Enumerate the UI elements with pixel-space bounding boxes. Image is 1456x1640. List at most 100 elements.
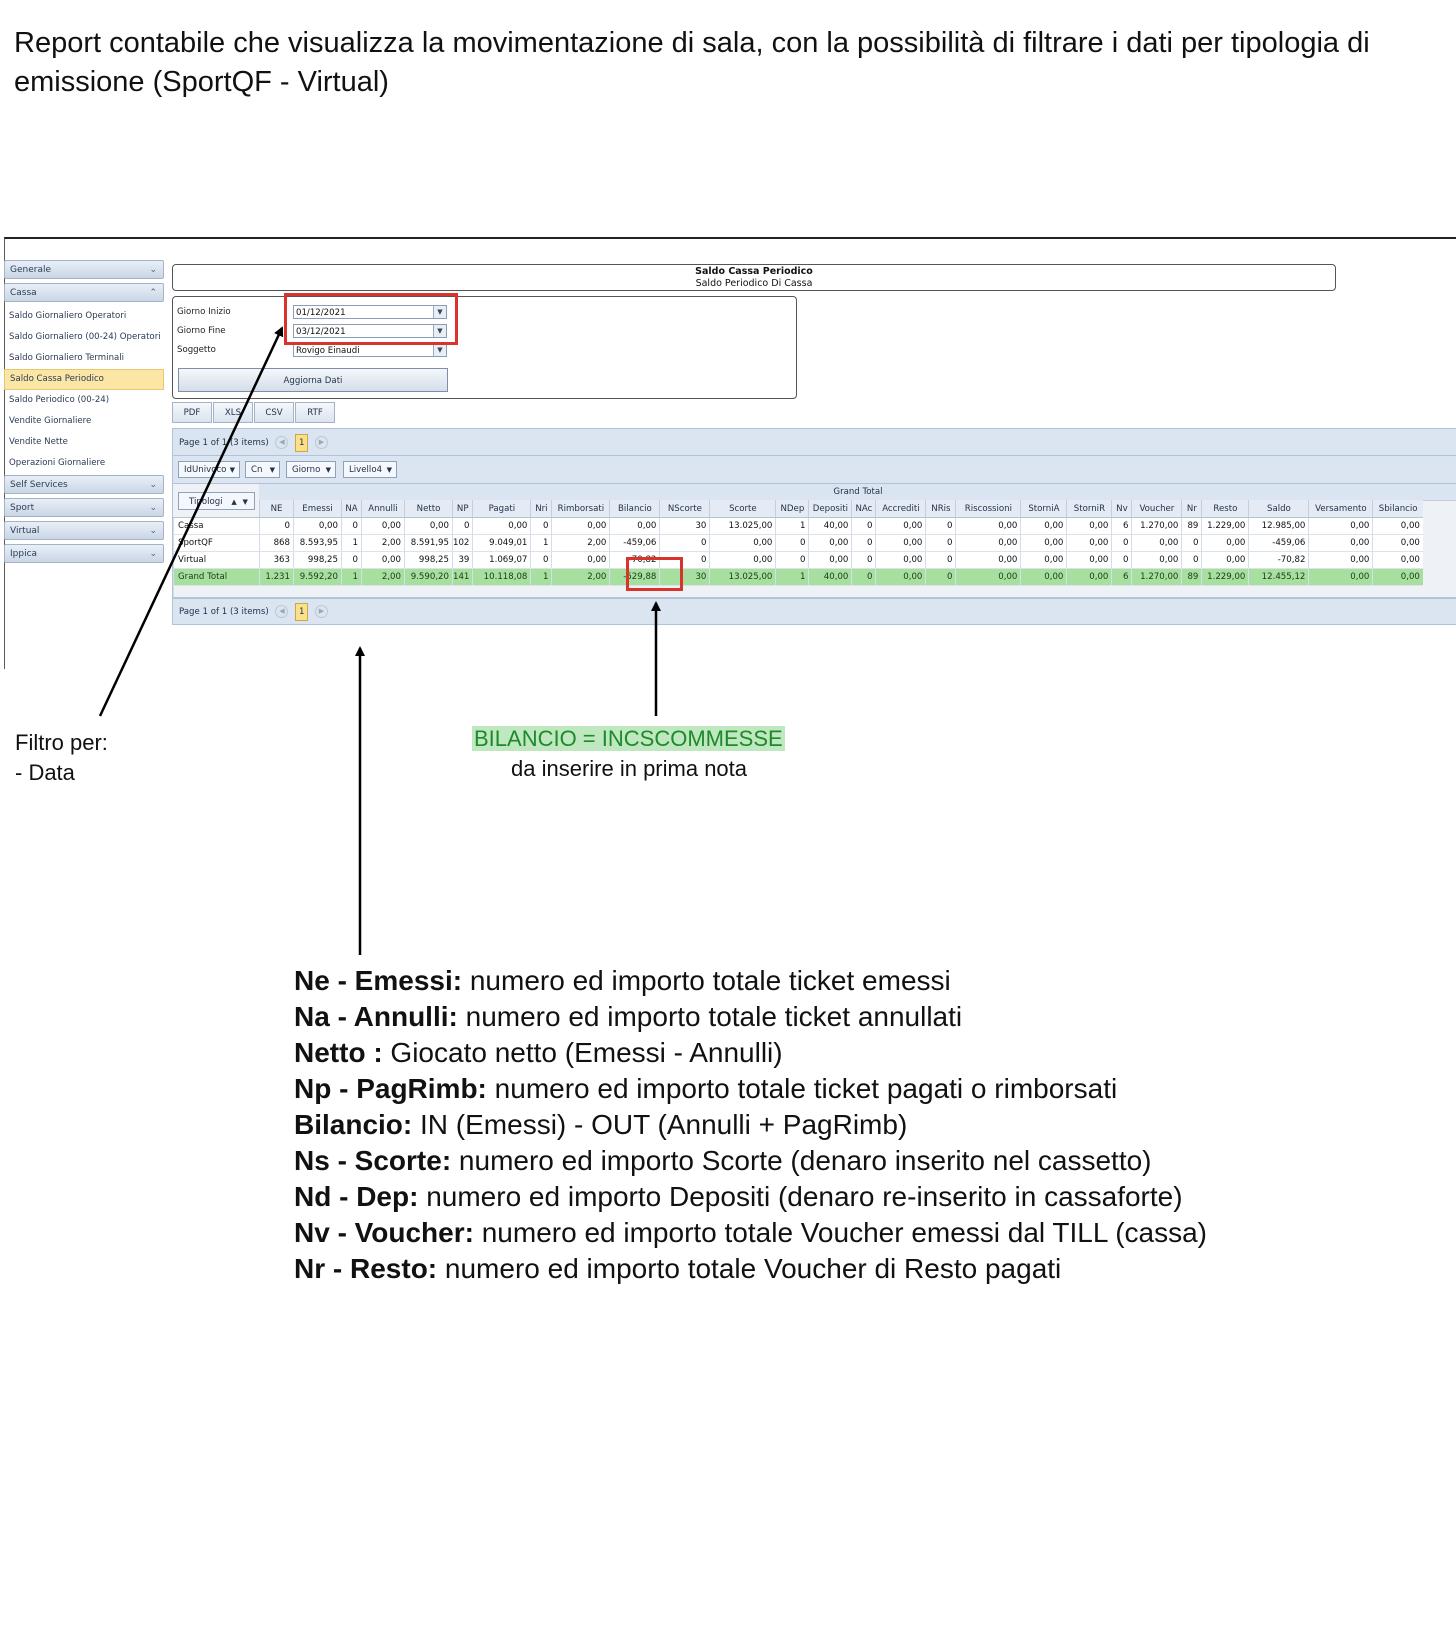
table-cell-stornir: 0,00 bbox=[1066, 517, 1112, 535]
table-cell-nac: 0 bbox=[851, 551, 876, 569]
sidebar-group-ippica[interactable]: Ippica ⌄ bbox=[4, 544, 164, 563]
column-header-depositi[interactable]: Depositi bbox=[808, 500, 852, 518]
filter-annotation-title: Filtro per: bbox=[15, 730, 108, 755]
table-cell-nr: 89 bbox=[1181, 568, 1202, 586]
table-cell-ne: 868 bbox=[259, 534, 294, 552]
export-pdf-button[interactable]: PDF bbox=[172, 402, 212, 423]
column-header-sbilancio[interactable]: Sbilancio bbox=[1372, 500, 1423, 518]
group-chip-livello4[interactable]: Livello4▼ bbox=[343, 461, 397, 478]
legend-item: Nd - Dep: numero ed importo Depositi (de… bbox=[294, 1179, 1394, 1215]
sidebar-item-operazioni-giornaliere[interactable]: Operazioni Giornaliere bbox=[9, 458, 106, 468]
table-cell-np: 141 bbox=[451, 568, 473, 586]
table-cell-saldo: 12.455,12 bbox=[1248, 568, 1309, 586]
sidebar-group-generale[interactable]: Generale ⌄ bbox=[4, 260, 164, 279]
column-header-rimborsati[interactable]: Rimborsati bbox=[551, 500, 610, 518]
table-cell-pagati: 1.069,07 bbox=[472, 551, 531, 569]
column-header-ne[interactable]: NE bbox=[259, 500, 294, 518]
table-cell-nscorte: 30 bbox=[659, 568, 710, 586]
column-header-accrediti[interactable]: Accrediti bbox=[875, 500, 926, 518]
row-field-chip-tipologia[interactable]: Tipologi ▲ ▼ bbox=[178, 492, 255, 510]
column-header-resto[interactable]: Resto bbox=[1201, 500, 1249, 518]
sidebar-group-cassa[interactable]: Cassa ⌃ bbox=[4, 283, 164, 302]
table-cell-nris: 0 bbox=[925, 534, 956, 552]
sidebar-item-saldo-giornaliero-operatori[interactable]: Saldo Giornaliero Operatori bbox=[9, 311, 127, 321]
page-number-button[interactable]: 1 bbox=[295, 602, 309, 621]
table-cell-scorte: 13.025,00 bbox=[709, 517, 776, 535]
column-header-nris[interactable]: NRis bbox=[925, 500, 956, 518]
column-header-nac[interactable]: NAc bbox=[851, 500, 876, 518]
table-cell-nri: 1 bbox=[530, 534, 552, 552]
column-header-nr[interactable]: Nr bbox=[1181, 500, 1202, 518]
export-csv-button[interactable]: CSV bbox=[254, 402, 294, 423]
column-header-nscorte[interactable]: NScorte bbox=[659, 500, 710, 518]
column-header-versamento[interactable]: Versamento bbox=[1308, 500, 1373, 518]
table-cell-ndep: 1 bbox=[775, 517, 809, 535]
column-header-na[interactable]: NA bbox=[341, 500, 362, 518]
next-page-icon[interactable]: ▶ bbox=[314, 436, 328, 449]
column-header-np[interactable]: NP bbox=[451, 500, 473, 518]
table-cell-nr: 0 bbox=[1181, 551, 1202, 569]
table-cell-netto: 998,25 bbox=[404, 551, 453, 569]
end-date-field[interactable]: 03/12/2021 ▼ bbox=[293, 324, 447, 338]
table-cell-annulli: 0,00 bbox=[361, 551, 405, 569]
group-chip-cn[interactable]: Cn▼ bbox=[245, 461, 280, 478]
next-page-icon[interactable]: ▶ bbox=[314, 605, 328, 618]
column-header-nv[interactable]: Nv bbox=[1111, 500, 1132, 518]
sidebar-item-saldo-giornaliero-00-24-operatori[interactable]: Saldo Giornaliero (00-24) Operatori bbox=[9, 332, 161, 342]
filter-arrow-icon[interactable]: ▼ bbox=[229, 466, 235, 474]
sidebar-item-vendite-giornaliere[interactable]: Vendite Giornaliere bbox=[9, 416, 92, 426]
subject-select[interactable]: Rovigo Einaudi ▼ bbox=[293, 343, 447, 357]
group-chip-idunivoco[interactable]: IdUnivoco▼ bbox=[178, 461, 240, 478]
column-header-riscossioni[interactable]: Riscossioni bbox=[955, 500, 1021, 518]
column-header-nri[interactable]: Nri bbox=[530, 500, 552, 518]
start-date-field[interactable]: 01/12/2021 ▼ bbox=[293, 305, 447, 319]
export-rtf-button[interactable]: RTF bbox=[295, 402, 335, 423]
column-header-ndep[interactable]: NDep bbox=[775, 500, 809, 518]
update-data-button[interactable]: Aggiorna Dati bbox=[178, 368, 448, 392]
column-header-emessi[interactable]: Emessi bbox=[293, 500, 342, 518]
table-cell-nac: 0 bbox=[851, 534, 876, 552]
column-header-stornia[interactable]: StorniA bbox=[1020, 500, 1067, 518]
filter-arrow-icon[interactable]: ▼ bbox=[386, 466, 392, 474]
column-header-saldo[interactable]: Saldo bbox=[1248, 500, 1309, 518]
column-header-annulli[interactable]: Annulli bbox=[361, 500, 405, 518]
sidebar-item-saldo-cassa-periodico[interactable]: Saldo Cassa Periodico bbox=[4, 369, 164, 390]
dropdown-arrow-icon[interactable]: ▼ bbox=[433, 306, 446, 318]
sidebar-group-virtual[interactable]: Virtual ⌄ bbox=[4, 521, 164, 540]
column-header-stornir[interactable]: StorniR bbox=[1066, 500, 1112, 518]
page-number-button[interactable]: 1 bbox=[295, 433, 309, 452]
group-chip-giorno[interactable]: Giorno▼ bbox=[286, 461, 336, 478]
legend-item: Nv - Voucher: numero ed importo totale V… bbox=[294, 1215, 1394, 1251]
filter-arrow-icon[interactable]: ▼ bbox=[269, 466, 275, 474]
pivot-table: NE Emessi NA Annulli Netto NP Pagati Nri… bbox=[173, 500, 1423, 597]
sidebar-item-saldo-giornaliero-terminali[interactable]: Saldo Giornaliero Terminali bbox=[9, 353, 125, 363]
filter-arrow-icon[interactable]: ▼ bbox=[242, 498, 248, 506]
dropdown-arrow-icon[interactable]: ▼ bbox=[433, 325, 446, 337]
previous-page-icon[interactable]: ◀ bbox=[275, 436, 289, 449]
column-header-voucher[interactable]: Voucher bbox=[1131, 500, 1182, 518]
legend-item: Bilancio: IN (Emessi) - OUT (Annulli + P… bbox=[294, 1107, 1394, 1143]
sort-ascending-icon[interactable]: ▲ bbox=[231, 498, 237, 506]
sidebar-item-saldo-periodico-00-24[interactable]: Saldo Periodico (00-24) bbox=[9, 395, 110, 405]
sidebar-group-self-services[interactable]: Self Services ⌄ bbox=[4, 475, 164, 494]
filter-arrow-icon[interactable]: ▼ bbox=[325, 466, 331, 474]
table-cell-saldo: -459,06 bbox=[1248, 534, 1309, 552]
bilancio-annotation-main: BILANCIO = INCSCOMMESSE bbox=[472, 726, 785, 751]
sidebar: Generale ⌄ Cassa ⌃ Saldo Giornaliero Ope… bbox=[4, 259, 164, 567]
table-cell-resto: 0,00 bbox=[1201, 551, 1249, 569]
column-header-netto[interactable]: Netto bbox=[404, 500, 453, 518]
dropdown-arrow-icon[interactable]: ▼ bbox=[433, 344, 446, 356]
previous-page-icon[interactable]: ◀ bbox=[275, 605, 289, 618]
table-cell-nac: 0 bbox=[851, 568, 876, 586]
export-xls-button[interactable]: XLS bbox=[213, 402, 253, 423]
table-cell-versamento: 0,00 bbox=[1308, 534, 1373, 552]
sidebar-group-sport[interactable]: Sport ⌄ bbox=[4, 498, 164, 517]
column-header-bilancio[interactable]: Bilancio bbox=[609, 500, 660, 518]
sidebar-item-vendite-nette[interactable]: Vendite Nette bbox=[9, 437, 68, 447]
column-header-scorte[interactable]: Scorte bbox=[709, 500, 776, 518]
column-header-pagati[interactable]: Pagati bbox=[472, 500, 531, 518]
